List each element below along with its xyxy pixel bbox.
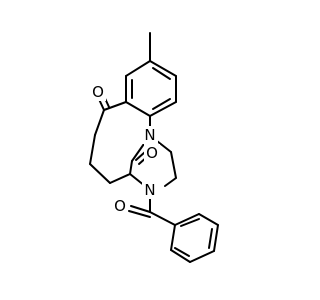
bond-chain-4 bbox=[109, 173, 131, 184]
bond-ring-a bbox=[125, 60, 151, 77]
bond-bridge-2 bbox=[164, 177, 177, 187]
oxygen-benzoyl-label: O bbox=[114, 197, 126, 215]
bond-chain-3 bbox=[89, 163, 111, 184]
oxygen-amide-label: O bbox=[146, 144, 158, 162]
bond-phenyl-c bbox=[213, 224, 219, 252]
molecule-drawing: O N O N O bbox=[89, 32, 219, 263]
bond-ring-double-2 bbox=[152, 98, 171, 110]
bond-phenyl-e bbox=[170, 249, 191, 263]
bond-nitrogen-carbonyl bbox=[131, 140, 147, 162]
structure-canvas: O N O N O bbox=[89, 32, 219, 263]
bond-phenyl-a bbox=[174, 213, 200, 226]
bond-phenyl-b bbox=[198, 213, 219, 226]
atom-oxygen-benzoyl: O bbox=[112, 197, 128, 215]
bond-benzoyl-to-phenyl bbox=[149, 211, 176, 226]
phenyl-ring bbox=[170, 213, 219, 263]
oxygen-ketone-label: O bbox=[92, 83, 104, 101]
bond-amide-co-1 bbox=[135, 151, 146, 161]
aryl-ring bbox=[125, 60, 177, 117]
bond-chain-2 bbox=[89, 134, 96, 165]
bond-phenyl-double-3 bbox=[174, 247, 190, 257]
nitrogen-amide-label: N bbox=[144, 181, 155, 199]
bond-benzoyl-co-2 bbox=[128, 210, 151, 218]
bond-phenyl-double-1 bbox=[180, 218, 200, 227]
bond-phenyl-f bbox=[170, 224, 176, 251]
bond-benzoyl-co-1 bbox=[130, 205, 151, 213]
atom-nitrogen-amide: N bbox=[142, 181, 158, 199]
bond-ring-d bbox=[149, 101, 177, 117]
bond-nitrogen-ch2-a bbox=[156, 140, 172, 153]
bond-ring-c bbox=[125, 101, 151, 117]
bond-ring-f bbox=[149, 60, 177, 77]
nitrogen-aryl-label: N bbox=[144, 126, 155, 144]
atom-nitrogen-aryl: N bbox=[142, 126, 158, 144]
bond-bridge-1 bbox=[170, 151, 177, 179]
bond-aryl-ketone-carbon bbox=[103, 101, 127, 111]
bond-amide-carbon-ring bbox=[129, 160, 133, 175]
atom-oxygen-amide: O bbox=[144, 144, 160, 162]
atom-oxygen-ketone: O bbox=[90, 83, 106, 101]
bond-phenyl-double-2 bbox=[208, 228, 213, 249]
bond-chain-1 bbox=[94, 109, 105, 136]
bond-phenyl-d bbox=[189, 250, 215, 263]
bond-ring-double-3 bbox=[152, 67, 171, 80]
